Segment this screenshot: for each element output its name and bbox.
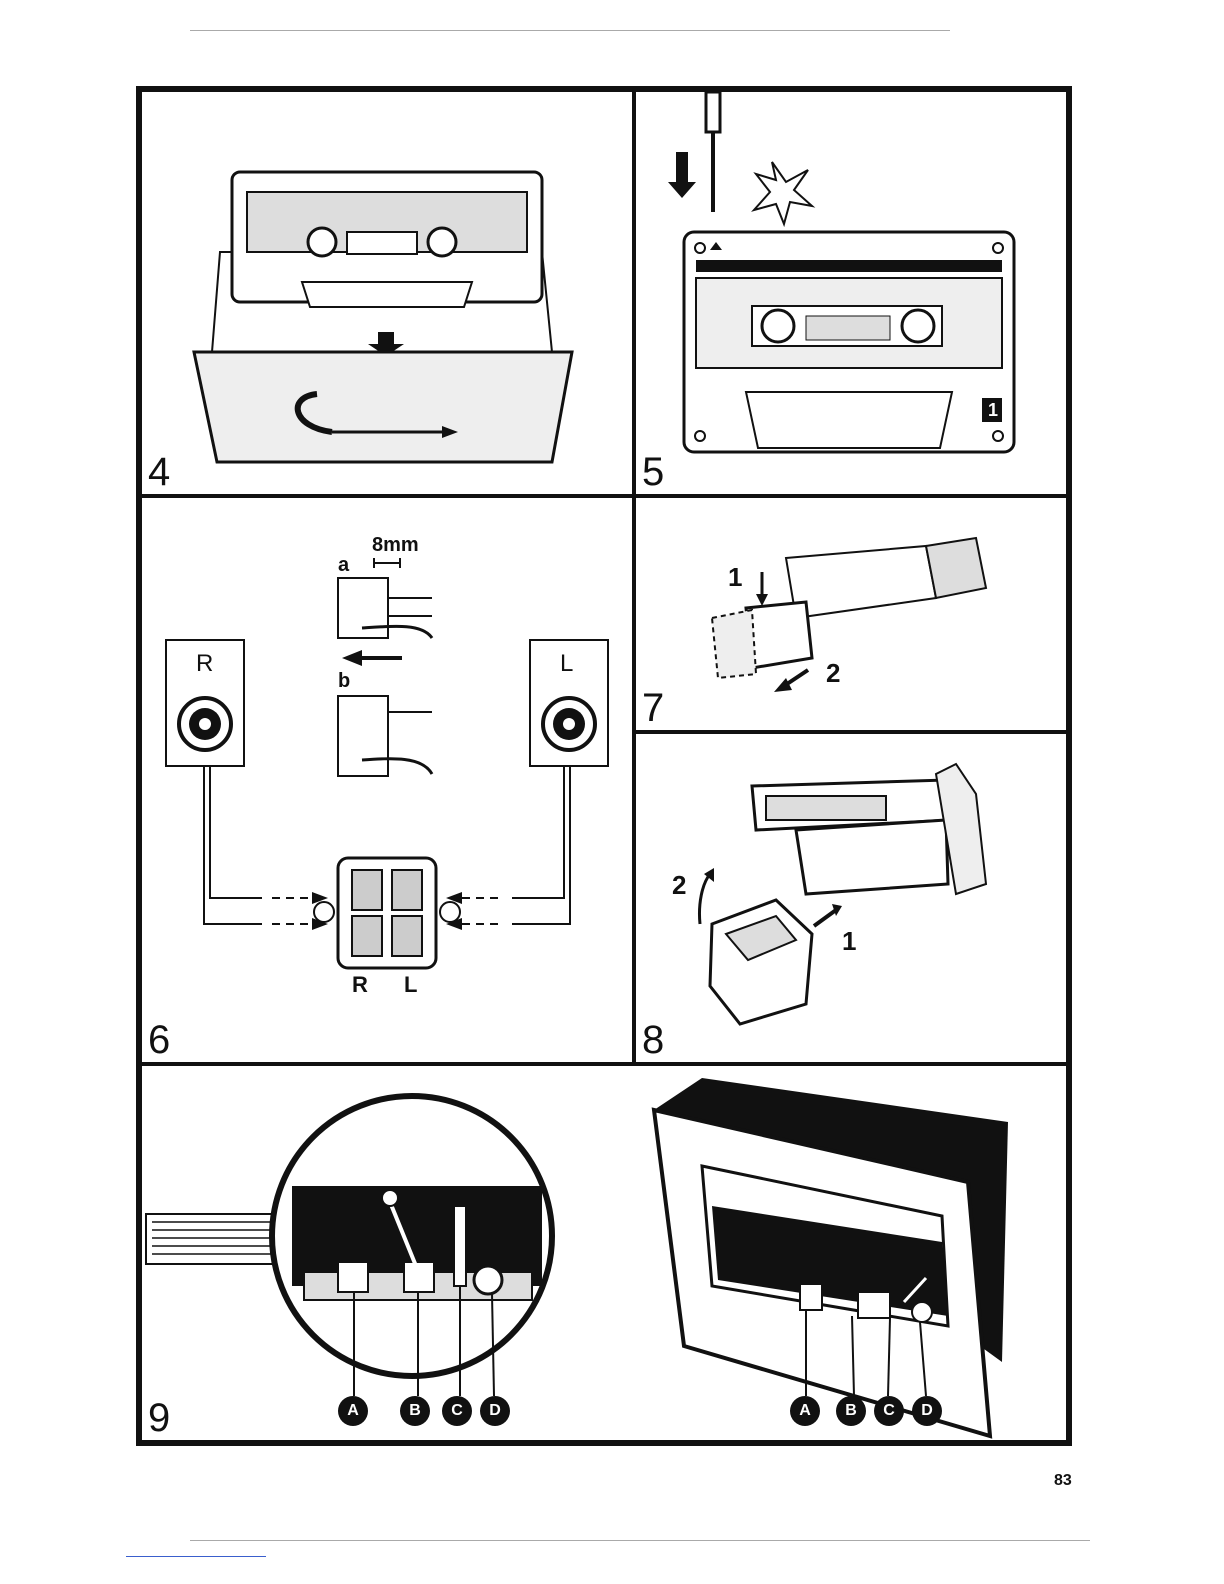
scan-artifact-underline xyxy=(126,1556,266,1557)
speaker-left-label: L xyxy=(560,650,573,678)
cassette-insertion-illustration xyxy=(142,92,632,494)
figure-number: 9 xyxy=(148,1398,170,1438)
step-1-label: 1 xyxy=(728,562,742,593)
figure-number: 7 xyxy=(642,688,664,728)
callout-a-left: A xyxy=(338,1396,368,1426)
figure-number: 6 xyxy=(148,1020,170,1060)
measurement-label: 8mm xyxy=(372,534,419,557)
speaker-right-label: R xyxy=(196,650,213,678)
step-a-label: a xyxy=(338,554,349,577)
terminal-right-label: R xyxy=(352,972,368,998)
figure-4-panel: 4 xyxy=(142,92,636,498)
callout-c-left: C xyxy=(442,1396,472,1426)
scan-artifact-top xyxy=(190,30,950,31)
figure-number: 5 xyxy=(642,452,664,492)
scan-artifact-bottom xyxy=(190,1540,1090,1541)
terminal-left-label: L xyxy=(404,972,417,998)
figure-6-panel: 8mm a b R L R L 6 xyxy=(142,498,636,1066)
cassette-tab-removal-illustration xyxy=(636,92,1062,494)
figure-5-panel: 1 5 xyxy=(636,92,1066,498)
callout-b-left: B xyxy=(400,1396,430,1426)
cassette-side-badge: 1 xyxy=(986,400,1000,421)
callout-d-left: D xyxy=(480,1396,510,1426)
figure-7-panel: 1 2 7 xyxy=(636,498,1066,734)
page-number: 83 xyxy=(1054,1472,1072,1490)
callout-a-right: A xyxy=(790,1396,820,1426)
step-2-label: 2 xyxy=(672,870,686,901)
figure-8-panel: 1 2 8 xyxy=(636,734,1066,1066)
cassette-head-cleaning-illustration xyxy=(142,1066,1066,1440)
callout-c-right: C xyxy=(874,1396,904,1426)
callout-d-right: D xyxy=(912,1396,942,1426)
figure-number: 8 xyxy=(642,1020,664,1060)
callout-b-right: B xyxy=(836,1396,866,1426)
speaker-wiring-illustration xyxy=(142,498,632,1062)
step-1-label: 1 xyxy=(842,926,856,957)
step-2-label: 2 xyxy=(826,658,840,689)
step-b-label: b xyxy=(338,670,350,693)
figure-9-panel: A B C D A B C D 9 xyxy=(142,1066,1066,1440)
stylus-insertion-illustration xyxy=(636,734,1062,1062)
illustration-sheet: 4 1 5 xyxy=(136,86,1072,1446)
stylus-removal-illustration xyxy=(636,498,1062,730)
figure-number: 4 xyxy=(148,452,170,492)
